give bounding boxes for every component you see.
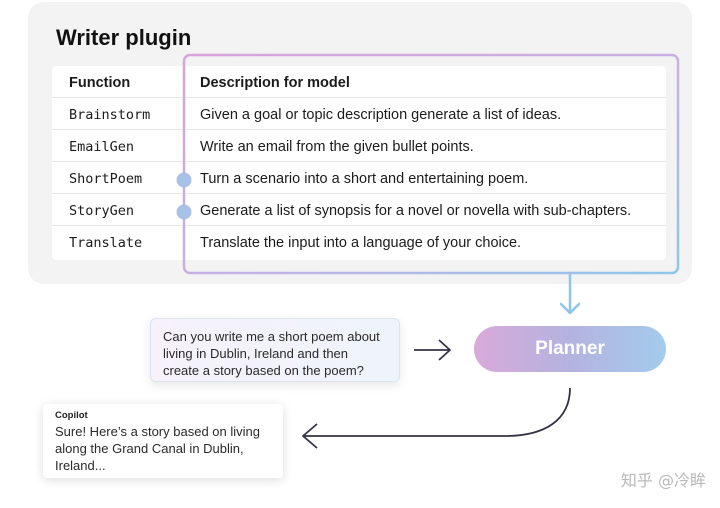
function-description: Given a goal or topic description genera… (200, 107, 562, 123)
return-curve-arrow-icon (302, 387, 571, 449)
table-row: Brainstorm Given a goal or topic descrip… (52, 98, 666, 130)
function-description: Generate a list of synopsis for a novel … (200, 203, 632, 219)
function-description: Turn a scenario into a short and enterta… (200, 171, 529, 187)
function-name: Brainstorm (69, 107, 151, 123)
function-description: Write an email from the given bullet poi… (200, 139, 474, 155)
selected-node-shortpoem (176, 172, 192, 188)
table-row: Translate Translate the input into a lan… (52, 226, 666, 258)
selected-node-storygen (176, 204, 192, 220)
watermark: 知乎 @冷眸 (620, 471, 706, 490)
response-text: Sure! Here’s a story based on living alo… (55, 424, 260, 473)
user-prompt-text: Can you write me a short poem about livi… (163, 329, 380, 378)
function-name: StoryGen (69, 203, 135, 219)
user-prompt-box: Can you write me a short poem about livi… (150, 318, 400, 382)
planner-pill: Planner (474, 326, 666, 372)
right-arrow-icon (414, 339, 451, 361)
table-header-row: Function Description for model (52, 66, 666, 98)
function-table: Function Description for model Brainstor… (52, 66, 666, 260)
response-label: Copilot (55, 410, 88, 421)
header-description: Description for model (200, 75, 350, 91)
copilot-response-box: Copilot Sure! Here’s a story based on li… (43, 404, 283, 478)
function-name: EmailGen (69, 139, 135, 155)
down-arrow-icon (559, 273, 581, 315)
function-description: Translate the input into a language of y… (200, 235, 522, 251)
function-name: Translate (69, 235, 143, 251)
table-row: StoryGen Generate a list of synopsis for… (52, 194, 666, 226)
header-function: Function (69, 75, 131, 91)
table-row: ShortPoem Turn a scenario into a short a… (52, 162, 666, 194)
function-name: ShortPoem (69, 171, 143, 187)
panel-title: Writer plugin (56, 25, 192, 50)
selection-highlight-frame (182, 53, 680, 275)
table-row: EmailGen Write an email from the given b… (52, 130, 666, 162)
